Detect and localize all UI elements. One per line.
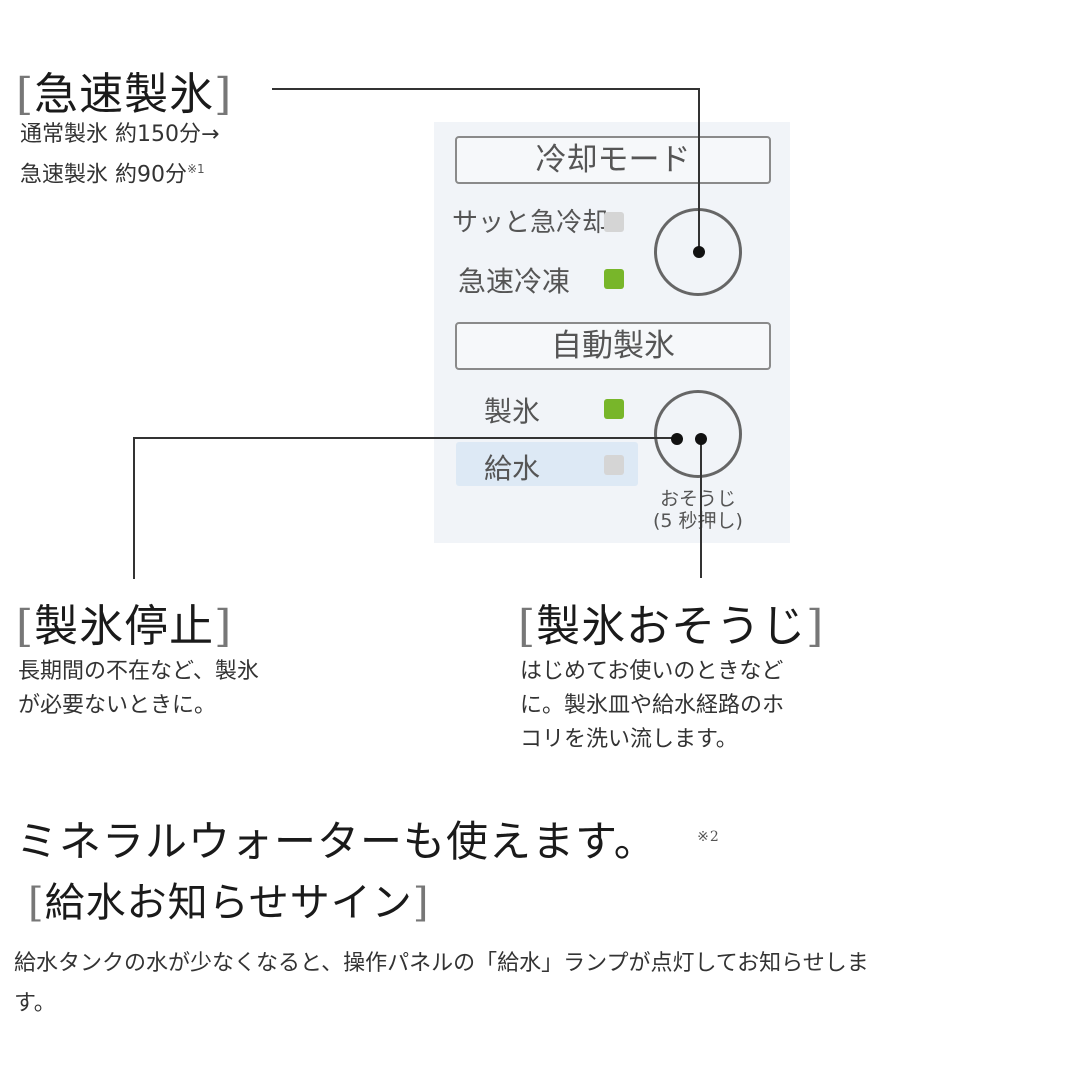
water-notice-desc: 給水タンクの水が少なくなると、操作パネルの「給水」ランプが点灯してお知らせしま … <box>14 944 869 1024</box>
ice-clean-title-text: 製氷おそうじ <box>536 601 807 652</box>
quick-cool-label: サッと急冷却 <box>452 208 609 238</box>
clean-note: おそうじ (5 秒押し) <box>640 488 756 532</box>
water-supply-lamp <box>604 455 624 475</box>
quick-freeze-label: 急速冷凍 <box>458 265 571 298</box>
clean-note-line-1: おそうじ <box>659 488 736 510</box>
leader-line-ice-clean-v <box>700 440 702 578</box>
quick-ice-title: [急速製氷] <box>16 58 232 122</box>
mineral-headline-text: ミネラルウォーターも使えます。 <box>16 817 657 866</box>
ice-clean-desc: はじめてお使いのときなど に。製氷皿や給水経路のホ コリを洗い流します。 <box>520 655 784 757</box>
quick-ice-line-2-text: 急速製氷 約90分 <box>20 162 187 188</box>
ice-clean-line-3: コリを洗い流します。 <box>520 727 738 752</box>
quick-cool-lamp <box>604 212 624 232</box>
leader-dot-quick-ice <box>693 246 705 258</box>
ice-stop-line-1: 長期間の不在など、製氷 <box>18 659 259 684</box>
ice-making-lamp <box>604 399 624 419</box>
ice-stop-title: [製氷停止] <box>16 590 232 654</box>
leader-line-quick-ice-h <box>272 88 700 90</box>
leader-line-ice-stop-h <box>133 437 677 439</box>
quick-ice-line-1: 通常製氷 約150分→ <box>20 122 220 147</box>
water-notice-line-2: す。 <box>14 991 56 1016</box>
leader-dot-ice-stop <box>671 433 683 445</box>
leader-dot-ice-clean <box>695 433 707 445</box>
ice-making-label: 製氷 <box>484 395 541 428</box>
footnote-2: ※2 <box>697 829 720 845</box>
water-notice-line-1: 給水タンクの水が少なくなると、操作パネルの「給水」ランプが点灯してお知らせしま <box>14 951 869 976</box>
bracket-open: [ <box>518 601 537 652</box>
cooling-mode-heading: 冷却モード <box>455 136 771 184</box>
leader-line-ice-stop-v <box>133 437 135 579</box>
quick-ice-line-2: 急速製氷 約90分※1 <box>20 152 219 192</box>
control-panel: 冷却モード サッと急冷却 急速冷凍 自動製氷 製氷 給水 おそうじ (5 秒押し… <box>434 122 790 543</box>
water-supply-label: 給水 <box>484 452 541 485</box>
ice-stop-title-text: 製氷停止 <box>34 601 215 652</box>
bracket-open: [ <box>16 601 35 652</box>
ice-clean-title: [製氷おそうじ] <box>518 590 824 654</box>
auto-ice-heading: 自動製氷 <box>455 322 771 370</box>
clean-note-line-2: (5 秒押し) <box>653 510 743 532</box>
bracket-close: ] <box>214 69 233 120</box>
ice-clean-line-2: に。製氷皿や給水経路のホ <box>520 693 785 718</box>
bracket-open: [ <box>16 69 35 120</box>
auto-ice-button[interactable] <box>654 390 742 478</box>
ice-stop-desc: 長期間の不在など、製氷 が必要ないときに。 <box>18 655 259 723</box>
water-notice-title-text: 給水お知らせサイン <box>44 880 413 926</box>
bracket-open: [ <box>28 880 45 926</box>
bracket-close: ] <box>214 601 233 652</box>
ice-stop-line-2: が必要ないときに。 <box>18 693 217 718</box>
water-notice-title: [給水お知らせサイン] <box>28 870 429 928</box>
leader-line-quick-ice-v <box>698 88 700 252</box>
quick-freeze-lamp <box>604 269 624 289</box>
quick-ice-desc: 通常製氷 約150分→ 急速製氷 約90分※1 <box>20 118 219 192</box>
bracket-close: ] <box>806 601 825 652</box>
bracket-close: ] <box>412 880 430 926</box>
mineral-headline: ミネラルウォーターも使えます。 ※2 <box>16 808 720 869</box>
footnote-1: ※1 <box>187 162 205 176</box>
ice-clean-line-1: はじめてお使いのときなど <box>520 659 784 684</box>
quick-ice-title-text: 急速製氷 <box>34 69 215 120</box>
